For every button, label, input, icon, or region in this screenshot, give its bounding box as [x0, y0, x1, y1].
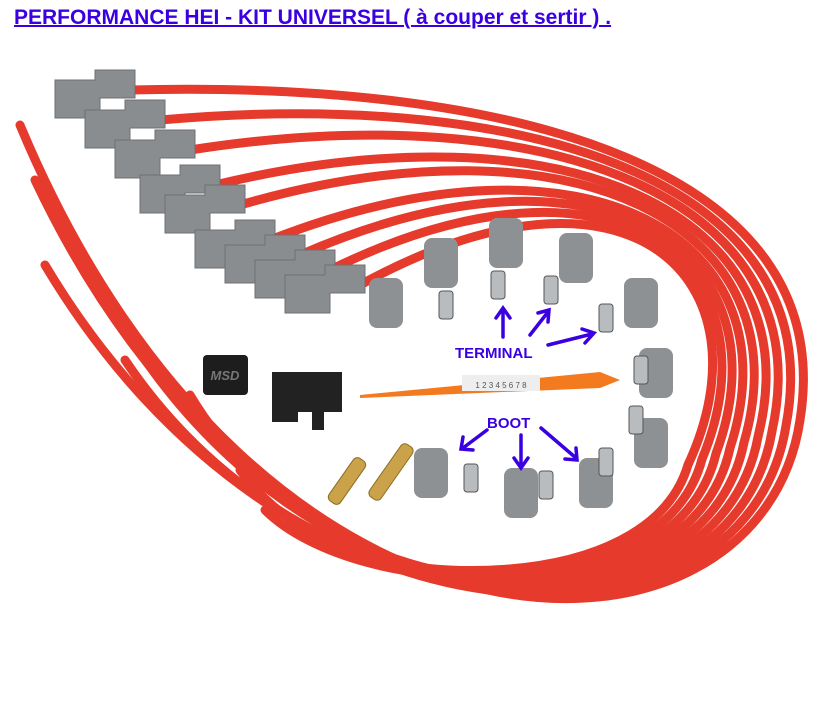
loose-boot [424, 238, 458, 288]
msd-logo: MSD [211, 368, 241, 383]
terminal [490, 270, 506, 300]
terminal [438, 290, 454, 320]
annotation-arrows [458, 304, 598, 472]
terminal-label: TERMINAL [455, 345, 533, 362]
loose-boot [504, 468, 538, 518]
wire-boot [114, 129, 196, 179]
crimp-tool-insert [272, 372, 342, 430]
msd-block: MSD [203, 355, 248, 395]
loose-boot [489, 218, 523, 268]
wire-boot [164, 184, 246, 234]
page-title: PERFORMANCE HEI - KIT UNIVERSEL ( à coup… [14, 6, 612, 29]
terminal [598, 303, 614, 333]
wire-stripping-tool: 1 2 3 4 5 6 7 8 [360, 372, 620, 398]
brass-connectors [327, 443, 414, 505]
tool-scale: 1 2 3 4 5 6 7 8 [475, 381, 527, 390]
loose-boot [369, 278, 403, 328]
spark-plug-wires [15, 84, 808, 604]
spark-plug-wire [185, 185, 748, 585]
terminal [633, 355, 649, 385]
wire-boots [54, 69, 366, 314]
loose-boots-and-terminals [369, 218, 673, 518]
terminal [628, 405, 644, 435]
loose-boot [559, 233, 593, 283]
terminal [463, 463, 479, 493]
terminal [598, 447, 614, 477]
terminal [538, 470, 554, 500]
loose-boot [414, 448, 448, 498]
loose-boot [624, 278, 658, 328]
boot-label: BOOT [487, 415, 530, 432]
spark-plug-wire [260, 207, 727, 582]
spark-plug-wire [285, 219, 717, 575]
wire-boot [54, 69, 136, 119]
wire-boot [84, 99, 166, 149]
terminal [543, 275, 559, 305]
wire-boot [284, 264, 366, 314]
